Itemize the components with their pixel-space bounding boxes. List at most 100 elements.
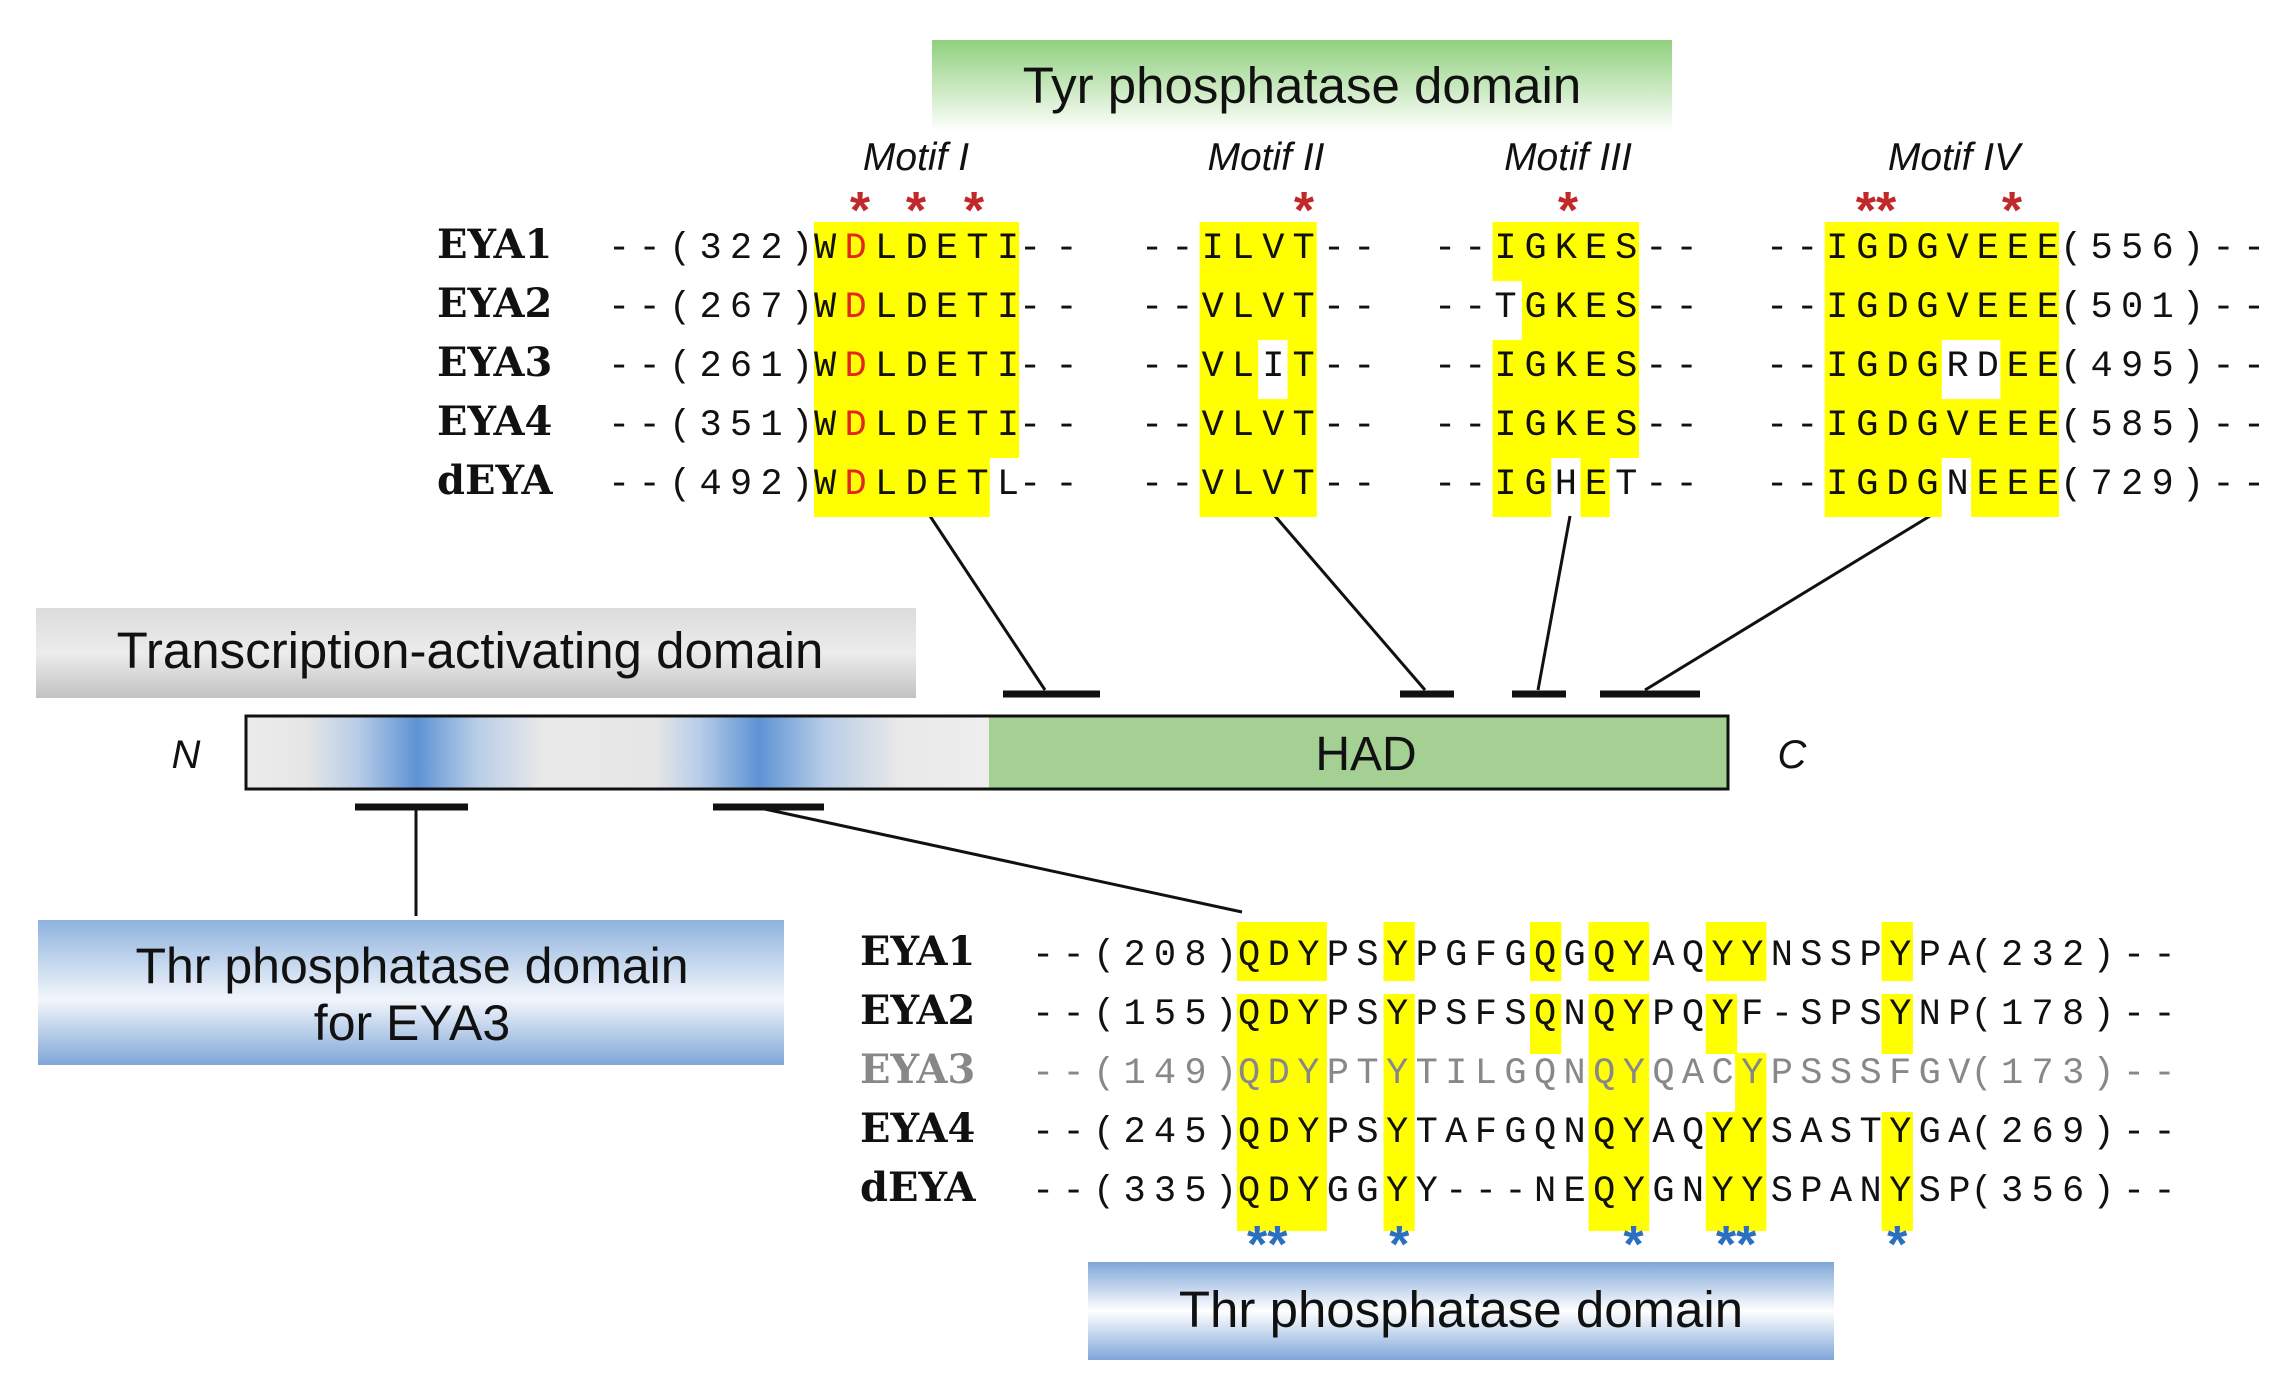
motif-1-gap: -- bbox=[1019, 346, 1078, 388]
conserved-residue-highlight bbox=[1617, 1112, 1650, 1172]
conserved-residue-highlight bbox=[1266, 1112, 1298, 1172]
conserved-residue-highlight bbox=[1383, 994, 1415, 1054]
end-position: (232)-- bbox=[1971, 935, 2176, 977]
conserved-residue-highlight bbox=[1530, 922, 1562, 981]
conserved-residue-highlight bbox=[1199, 458, 1317, 517]
conserved-residue-highlight bbox=[1492, 222, 1640, 281]
conserved-residue-highlight bbox=[814, 340, 1020, 399]
thr-phosphorylation-star: * bbox=[1389, 1216, 1410, 1274]
conserved-residue-highlight bbox=[1971, 458, 2059, 517]
conserved-residue-highlight bbox=[1588, 1112, 1620, 1172]
conserved-residue-highlight bbox=[814, 458, 990, 517]
conserved-residue-highlight bbox=[1588, 1171, 1620, 1231]
thr-phosphorylation-star: * bbox=[1623, 1216, 1644, 1274]
catalytic-site-star: * bbox=[1294, 182, 1315, 240]
end-position: (729)-- bbox=[2060, 464, 2265, 506]
conserved-residue-highlight bbox=[1266, 994, 1298, 1054]
start-position: --(267) bbox=[608, 287, 813, 329]
conserved-residue-highlight bbox=[1492, 458, 1552, 517]
thr-phosphorylation-star: * bbox=[1887, 1216, 1908, 1274]
sequence-name: EYA3 bbox=[860, 1046, 975, 1093]
motif-connectors bbox=[414, 514, 1931, 916]
sequence-name: dEYA bbox=[860, 1164, 976, 1211]
conserved-residue-highlight bbox=[1199, 340, 1259, 399]
catalytic-site-star: ** bbox=[1856, 182, 1897, 240]
sequence-name: EYA4 bbox=[860, 1105, 975, 1152]
conserved-residue-highlight bbox=[1266, 1171, 1298, 1231]
motif-label: Motif II bbox=[1207, 136, 1324, 179]
conserved-residue-highlight bbox=[1383, 1171, 1415, 1231]
conserved-residue-highlight bbox=[1492, 340, 1640, 399]
conserved-residue-highlight bbox=[1617, 922, 1650, 981]
end-position: (556)-- bbox=[2060, 228, 2265, 270]
conserved-residue-highlight bbox=[1617, 1053, 1650, 1113]
conserved-residue-highlight bbox=[1383, 1112, 1415, 1172]
conserved-residue-highlight bbox=[1588, 994, 1620, 1054]
conserved-residue-highlight bbox=[1735, 1112, 1767, 1172]
conserved-residue-highlight bbox=[1287, 340, 1317, 399]
motif-3-sequence: --IGHET-- bbox=[1434, 464, 1698, 506]
conserved-residue-highlight bbox=[1735, 1053, 1767, 1113]
motif-label: Motif IV bbox=[1888, 136, 2024, 179]
bottom-alignment-highlights bbox=[1237, 922, 1913, 1231]
end-position: (269)-- bbox=[1971, 1112, 2176, 1154]
thr-domain-eya3-box bbox=[38, 920, 784, 1065]
start-position: --(155) bbox=[1032, 994, 1237, 1036]
conserved-residue-highlight bbox=[1383, 1053, 1415, 1113]
conserved-residue-highlight bbox=[1295, 1053, 1327, 1113]
top-alignment-highlights bbox=[814, 222, 2059, 517]
motif-label: Motif I bbox=[863, 136, 969, 179]
start-position: --(335) bbox=[1032, 1171, 1237, 1213]
conserved-residue-highlight bbox=[1735, 922, 1767, 981]
thr-domain-box bbox=[1088, 1262, 1834, 1360]
alignment-row-eya3: EYA3--(149)QDYPTYTILGQNQYQACYPSSSFGV(173… bbox=[860, 1046, 2176, 1095]
conserved-residue-highlight bbox=[1237, 1171, 1269, 1231]
thr-region-sequence: QDYPSYPGFGQGQYAQYYNSSPYPA bbox=[1238, 935, 1971, 977]
conserved-residue-highlight bbox=[1383, 922, 1415, 981]
conserved-residue-highlight bbox=[1705, 922, 1738, 981]
conserved-residue-highlight bbox=[814, 222, 1020, 281]
conserved-residue-highlight bbox=[1295, 1112, 1327, 1172]
motif-1-gap: -- bbox=[1019, 464, 1078, 506]
alignment-row-eya4: EYA4--(245)QDYPSYTAFGQNQYAQYYSASTYGA(269… bbox=[860, 1105, 2176, 1154]
conserved-residue-highlight bbox=[1617, 994, 1650, 1054]
thr-region-sequence: QDYPTYTILGQNQYQACYPSSSFGV bbox=[1238, 1053, 1971, 1095]
alignment-row-deya: dEYA--(335)QDYGGYY---NEQYGNYYSPANYSP(356… bbox=[860, 1164, 2176, 1213]
conserved-residue-highlight bbox=[2000, 340, 2059, 399]
conserved-residue-highlight bbox=[1199, 222, 1317, 281]
thr-site-stars: ******* bbox=[1247, 1216, 1908, 1274]
conserved-residue-highlight bbox=[814, 281, 1020, 340]
conserved-residue-highlight bbox=[1824, 399, 2059, 458]
had-domain bbox=[989, 716, 1728, 789]
thr-domain-label: Thr phosphatase domain bbox=[1179, 1281, 1743, 1338]
catalytic-aspartate: D bbox=[844, 464, 866, 506]
thr-domain-eya3-label-line1: Thr phosphatase domain bbox=[135, 938, 688, 994]
tyr-domain-box bbox=[932, 40, 1672, 132]
c-terminus-label: C bbox=[1778, 733, 1808, 777]
end-position: (501)-- bbox=[2060, 287, 2265, 329]
motif-1-gap: -- bbox=[1019, 287, 1078, 329]
conserved-residue-highlight bbox=[1237, 1053, 1269, 1113]
conserved-residue-highlight bbox=[1881, 1171, 1913, 1231]
catalytic-site-star: * bbox=[964, 182, 985, 240]
sequence-name: EYA2 bbox=[860, 987, 975, 1034]
catalytic-aspartate: D bbox=[844, 228, 866, 270]
sequence-name: EYA1 bbox=[437, 221, 552, 268]
catalytic-site-star: * bbox=[2002, 182, 2023, 240]
conserved-residue-highlight bbox=[814, 399, 1020, 458]
conserved-residue-highlight bbox=[1237, 994, 1269, 1054]
motif-3-sequence: --IGKES-- bbox=[1434, 228, 1698, 270]
motif-3-sequence: --IGKES-- bbox=[1434, 346, 1698, 388]
start-position: --(492) bbox=[608, 464, 813, 506]
bottom-alignment: EYA1--(208)QDYPSYPGFGQGQYAQYYNSSPYPA(232… bbox=[860, 928, 2176, 1213]
transcription-domain-label: Transcription-activating domain bbox=[117, 622, 824, 679]
